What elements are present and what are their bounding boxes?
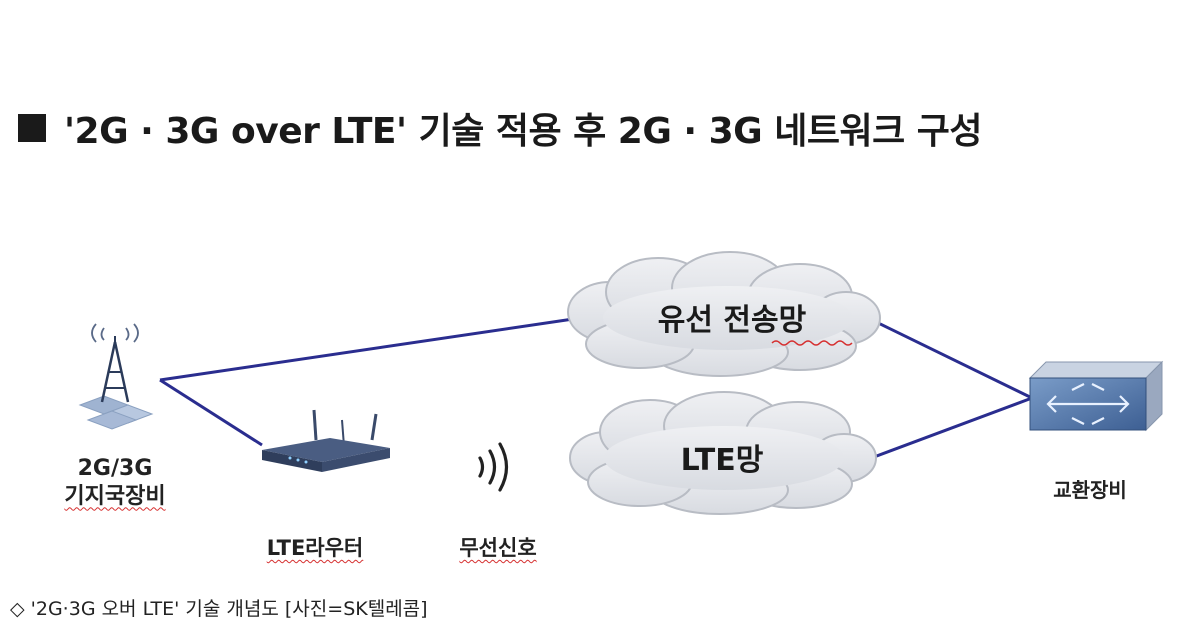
base-station-label: 2G/3G 기지국장비: [40, 455, 190, 510]
wired-network-label: 유선 전송망: [658, 303, 807, 338]
title-text: '2G · 3G over LTE' 기술 적용 후 2G · 3G 네트워크 …: [64, 111, 983, 152]
base-station-label-line1: 2G/3G: [77, 456, 153, 481]
wired-label-squiggle: [771, 340, 853, 346]
lte-router-label-text: LTE라우터: [266, 536, 364, 560]
link-base-to-wired: [159, 316, 581, 382]
title-bullet-square: [18, 114, 46, 142]
lte-router-icon: [262, 409, 390, 472]
switching-equipment-label-text: 교환장비: [1053, 478, 1127, 502]
switching-equipment-label: 교환장비: [1030, 478, 1150, 503]
lte-cloud-core: [604, 426, 844, 490]
wireless-signal-icon: [478, 442, 509, 492]
base-station-label-line2: 기지국장비: [64, 483, 166, 509]
base-station-tower-icon: [78, 323, 154, 430]
wired-cloud-core: [603, 286, 853, 350]
diagram-title: '2G · 3G over LTE' 기술 적용 후 2G · 3G 네트워크 …: [18, 100, 1188, 156]
link-wired-to-switch: [867, 316, 1033, 400]
switching-equipment-icon: [1028, 360, 1164, 432]
lte-router-label: LTE라우터: [250, 535, 380, 561]
wireless-signal-label-text: 무선신호: [459, 536, 537, 560]
lte-network-label: LTE망: [681, 443, 764, 478]
link-base-to-router: [159, 378, 263, 447]
link-lte-to-switch: [865, 396, 1033, 462]
image-caption: ◇ '2G·3G 오버 LTE' 기술 개념도 [사진=SK텔레콤]: [10, 598, 428, 620]
wireless-signal-label: 무선신호: [438, 535, 558, 561]
